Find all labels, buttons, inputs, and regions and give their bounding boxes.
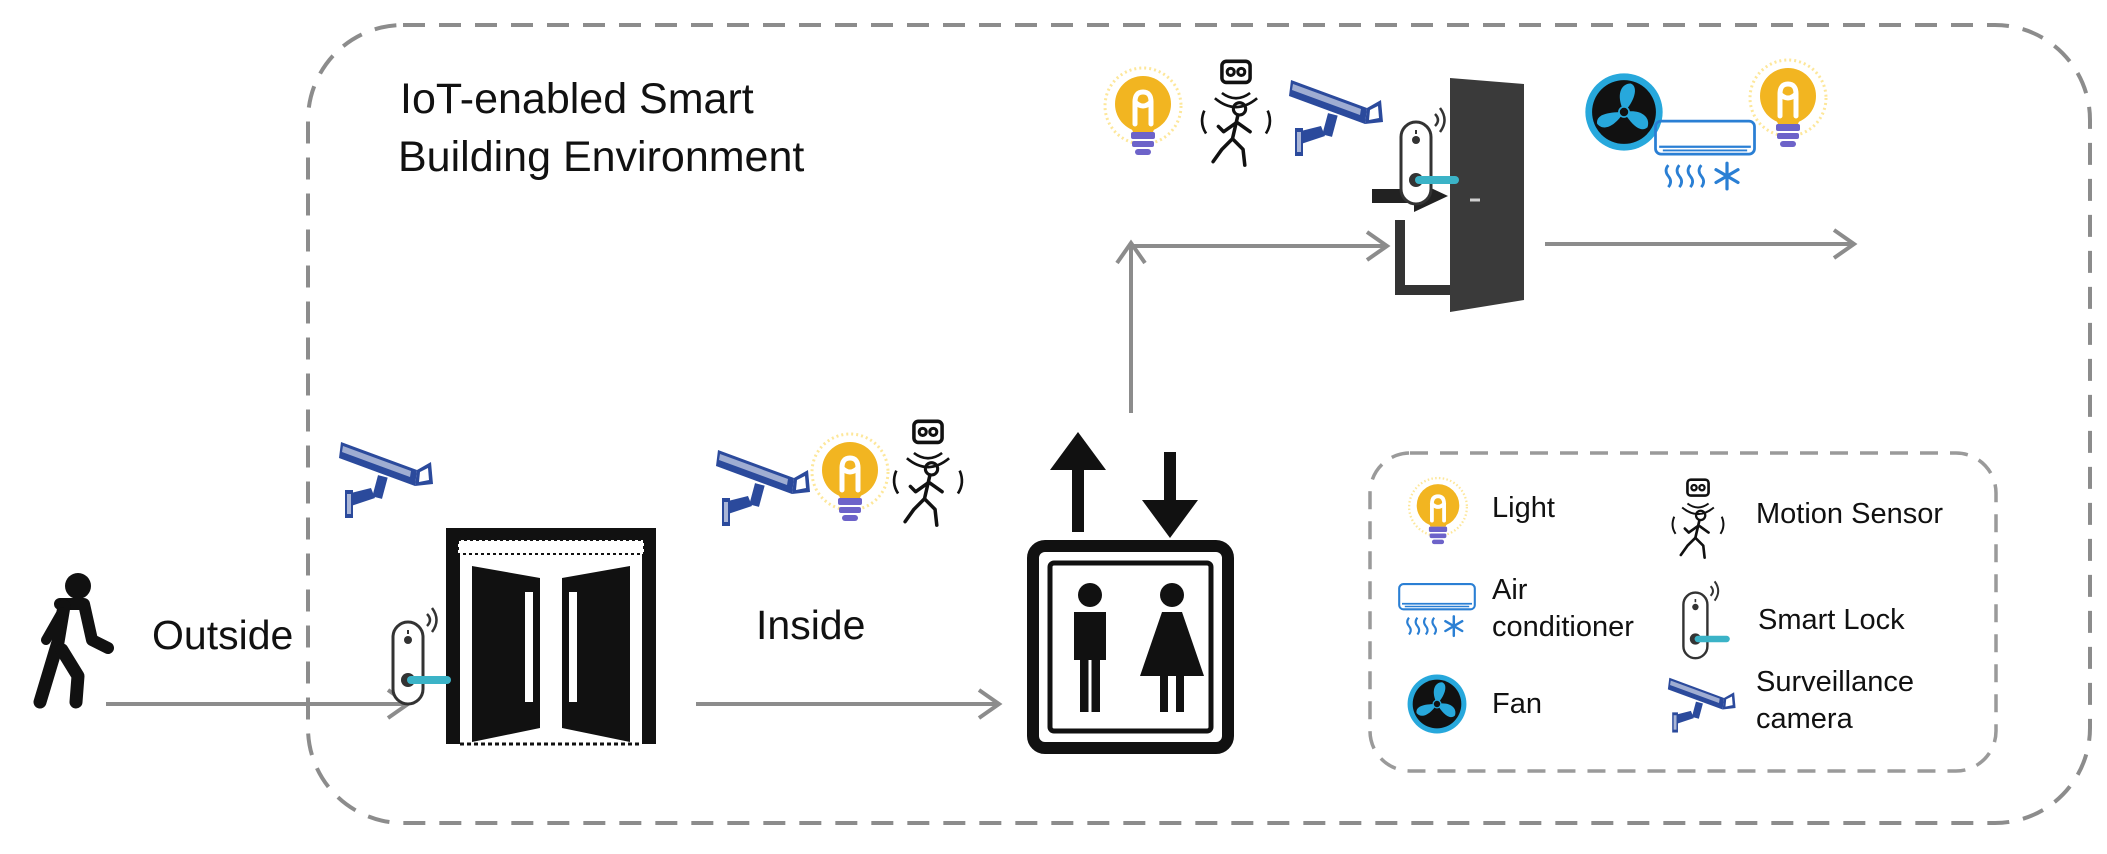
legend-label-air-conditioner: Air conditioner xyxy=(1492,572,1634,646)
double-door-icon xyxy=(446,528,656,746)
inside-label: Inside xyxy=(756,602,866,648)
outside-label: Outside xyxy=(152,612,294,658)
legend-label-surveillance-camera-line2: camera xyxy=(1756,703,1853,735)
flow-arrows xyxy=(106,228,1858,720)
legend-label-fan: Fan xyxy=(1492,688,1542,720)
surveillance-camera-icon xyxy=(716,450,810,526)
room-door-icon xyxy=(1372,78,1524,312)
legend-fan-icon xyxy=(1406,673,1468,735)
legend-air-conditioner-icon xyxy=(1397,582,1477,638)
legend-label-air-conditioner-line2: conditioner xyxy=(1492,611,1634,643)
light-bulb-icon xyxy=(812,434,888,521)
fan-icon xyxy=(1584,72,1664,152)
light-bulb-icon xyxy=(1750,60,1826,147)
legend-surveillance-camera-icon xyxy=(1667,677,1736,733)
legend-label-motion-sensor: Motion Sensor xyxy=(1756,498,1943,530)
surveillance-camera-icon xyxy=(339,442,433,518)
arrow-elevator-to-room xyxy=(1129,244,1384,413)
motion-sensor-icon xyxy=(1200,59,1272,168)
legend-motion-sensor-icon xyxy=(1671,478,1725,560)
elevator-icon xyxy=(1027,432,1234,754)
legend-label-smart-lock: Smart Lock xyxy=(1758,604,1905,636)
legend-label-light: Light xyxy=(1492,492,1555,524)
motion-sensor-icon xyxy=(892,419,964,528)
legend-label-surveillance-camera: Surveillance camera xyxy=(1756,664,1914,738)
walking-person-icon xyxy=(33,573,114,709)
air-conditioner-icon xyxy=(1653,119,1757,191)
legend-box xyxy=(1368,451,1998,773)
legend-label-surveillance-camera-line1: Surveillance xyxy=(1756,666,1914,698)
legend-label-air-conditioner-line1: Air xyxy=(1492,574,1528,606)
surveillance-camera-icon xyxy=(1289,80,1383,156)
smart-lock-icon xyxy=(391,606,453,706)
light-bulb-icon xyxy=(1105,68,1181,155)
diagram-title: IoT-enabled Smart Building Environment xyxy=(398,70,805,186)
diagram-title-line1: IoT-enabled Smart xyxy=(400,75,754,123)
diagram-title-line2: Building Environment xyxy=(398,133,805,181)
legend-light-bulb-icon xyxy=(1407,476,1469,547)
building-boundary xyxy=(306,23,2092,825)
legend-smart-lock-icon xyxy=(1682,580,1732,660)
